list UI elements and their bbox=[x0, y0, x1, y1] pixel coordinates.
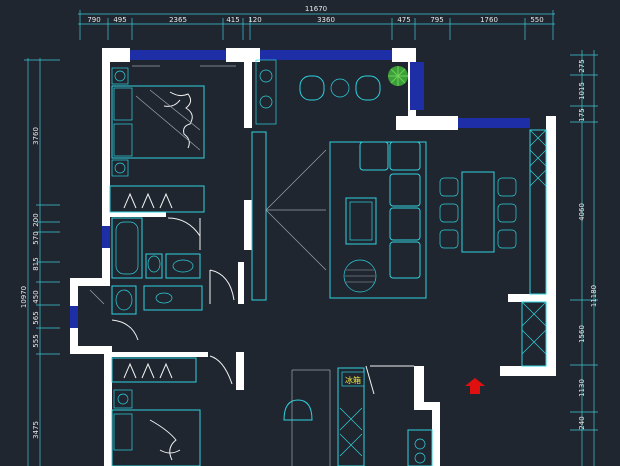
dim-left-seg: 570 bbox=[32, 231, 40, 244]
dim-top-seg: 795 bbox=[430, 16, 443, 24]
entrance-arrow-icon bbox=[465, 378, 485, 394]
windows bbox=[70, 50, 530, 328]
dim-top-seg: 790 bbox=[87, 16, 100, 24]
dim-top-seg: 1760 bbox=[480, 16, 498, 24]
dim-top-seg: 415 bbox=[226, 16, 239, 24]
dim-top-seg: 475 bbox=[397, 16, 410, 24]
dim-right-seg: 275 bbox=[578, 59, 586, 72]
kitchen: 冰箱 bbox=[283, 365, 433, 466]
dim-overall-top: 11670 bbox=[305, 5, 327, 13]
dim-left-seg: 555 bbox=[32, 334, 40, 347]
dim-left-seg: 565 bbox=[32, 311, 40, 324]
coffee-table bbox=[345, 197, 377, 245]
washbasin bbox=[165, 253, 201, 279]
dim-left-upper: 3760 bbox=[32, 127, 40, 145]
second-bedroom bbox=[111, 355, 233, 466]
second-bathroom bbox=[89, 269, 235, 341]
round-rug bbox=[343, 259, 377, 293]
dim-right-seg: 1015 bbox=[578, 82, 586, 100]
side-cabinet bbox=[529, 129, 547, 295]
dim-left-lower: 3475 bbox=[32, 421, 40, 439]
dim-top-seg: 495 bbox=[113, 16, 126, 24]
dim-right-seg: 1130 bbox=[578, 379, 586, 397]
dim-top-seg: 120 bbox=[248, 16, 261, 24]
dim-top-seg: 550 bbox=[530, 16, 543, 24]
bathroom bbox=[111, 217, 201, 279]
bathtub bbox=[111, 217, 143, 279]
dim-right-seg: 240 bbox=[578, 416, 586, 429]
sofa bbox=[359, 141, 421, 279]
master-bedroom bbox=[109, 65, 236, 213]
living-room bbox=[299, 66, 427, 299]
top-dimensions: 11670 790 495 2365 415 120 3360 475 795 … bbox=[78, 5, 555, 40]
double-bed bbox=[111, 85, 205, 159]
wardrobe bbox=[109, 185, 205, 213]
dim-left-seg: 815 bbox=[32, 257, 40, 270]
plant-icon bbox=[388, 66, 408, 86]
dim-left-seg: 450 bbox=[32, 290, 40, 303]
dim-right-seg: 1560 bbox=[578, 325, 586, 343]
dim-right-seg: 175 bbox=[578, 108, 586, 121]
lounge-chairs bbox=[299, 75, 381, 101]
dim-right-seg: 4060 bbox=[578, 203, 586, 221]
dining-table bbox=[461, 171, 495, 253]
bed bbox=[111, 409, 201, 466]
left-dimensions: 10970 3760 570 200 815 450 565 555 3475 bbox=[20, 58, 60, 466]
dim-left-seg: 200 bbox=[32, 213, 40, 226]
dim-top-seg: 2365 bbox=[169, 16, 187, 24]
fridge-label: 冰箱 bbox=[345, 375, 361, 385]
dim-right-overall: 11180 bbox=[590, 285, 598, 307]
toilet bbox=[145, 253, 163, 279]
dining-area bbox=[439, 129, 547, 367]
tv-wall bbox=[251, 59, 327, 301]
dim-left-overall: 10970 bbox=[20, 286, 28, 308]
walls bbox=[70, 48, 556, 466]
dim-top-seg: 3360 bbox=[317, 16, 335, 24]
right-dimensions: 275 1015 175 4060 11180 1560 1130 240 bbox=[570, 50, 598, 466]
